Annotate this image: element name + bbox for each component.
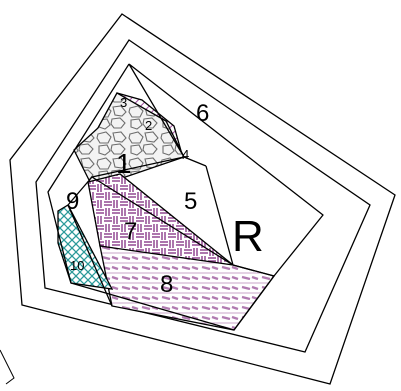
inner-outline [35,39,371,353]
label-7: 7 [124,218,137,245]
label-4: 4 [182,147,189,162]
label-2: 2 [145,118,152,133]
label-1: 1 [116,148,132,179]
seam-lines [47,63,324,331]
label-r: R [232,212,264,261]
label-3: 3 [120,95,127,110]
label-9: 9 [66,188,79,215]
corner-mark [0,349,15,385]
label-10: 10 [70,258,84,273]
label-6: 6 [196,100,209,127]
label-5: 5 [184,188,197,215]
piece-10 [57,204,114,290]
outer-outline [9,13,396,385]
label-8: 8 [160,271,173,298]
